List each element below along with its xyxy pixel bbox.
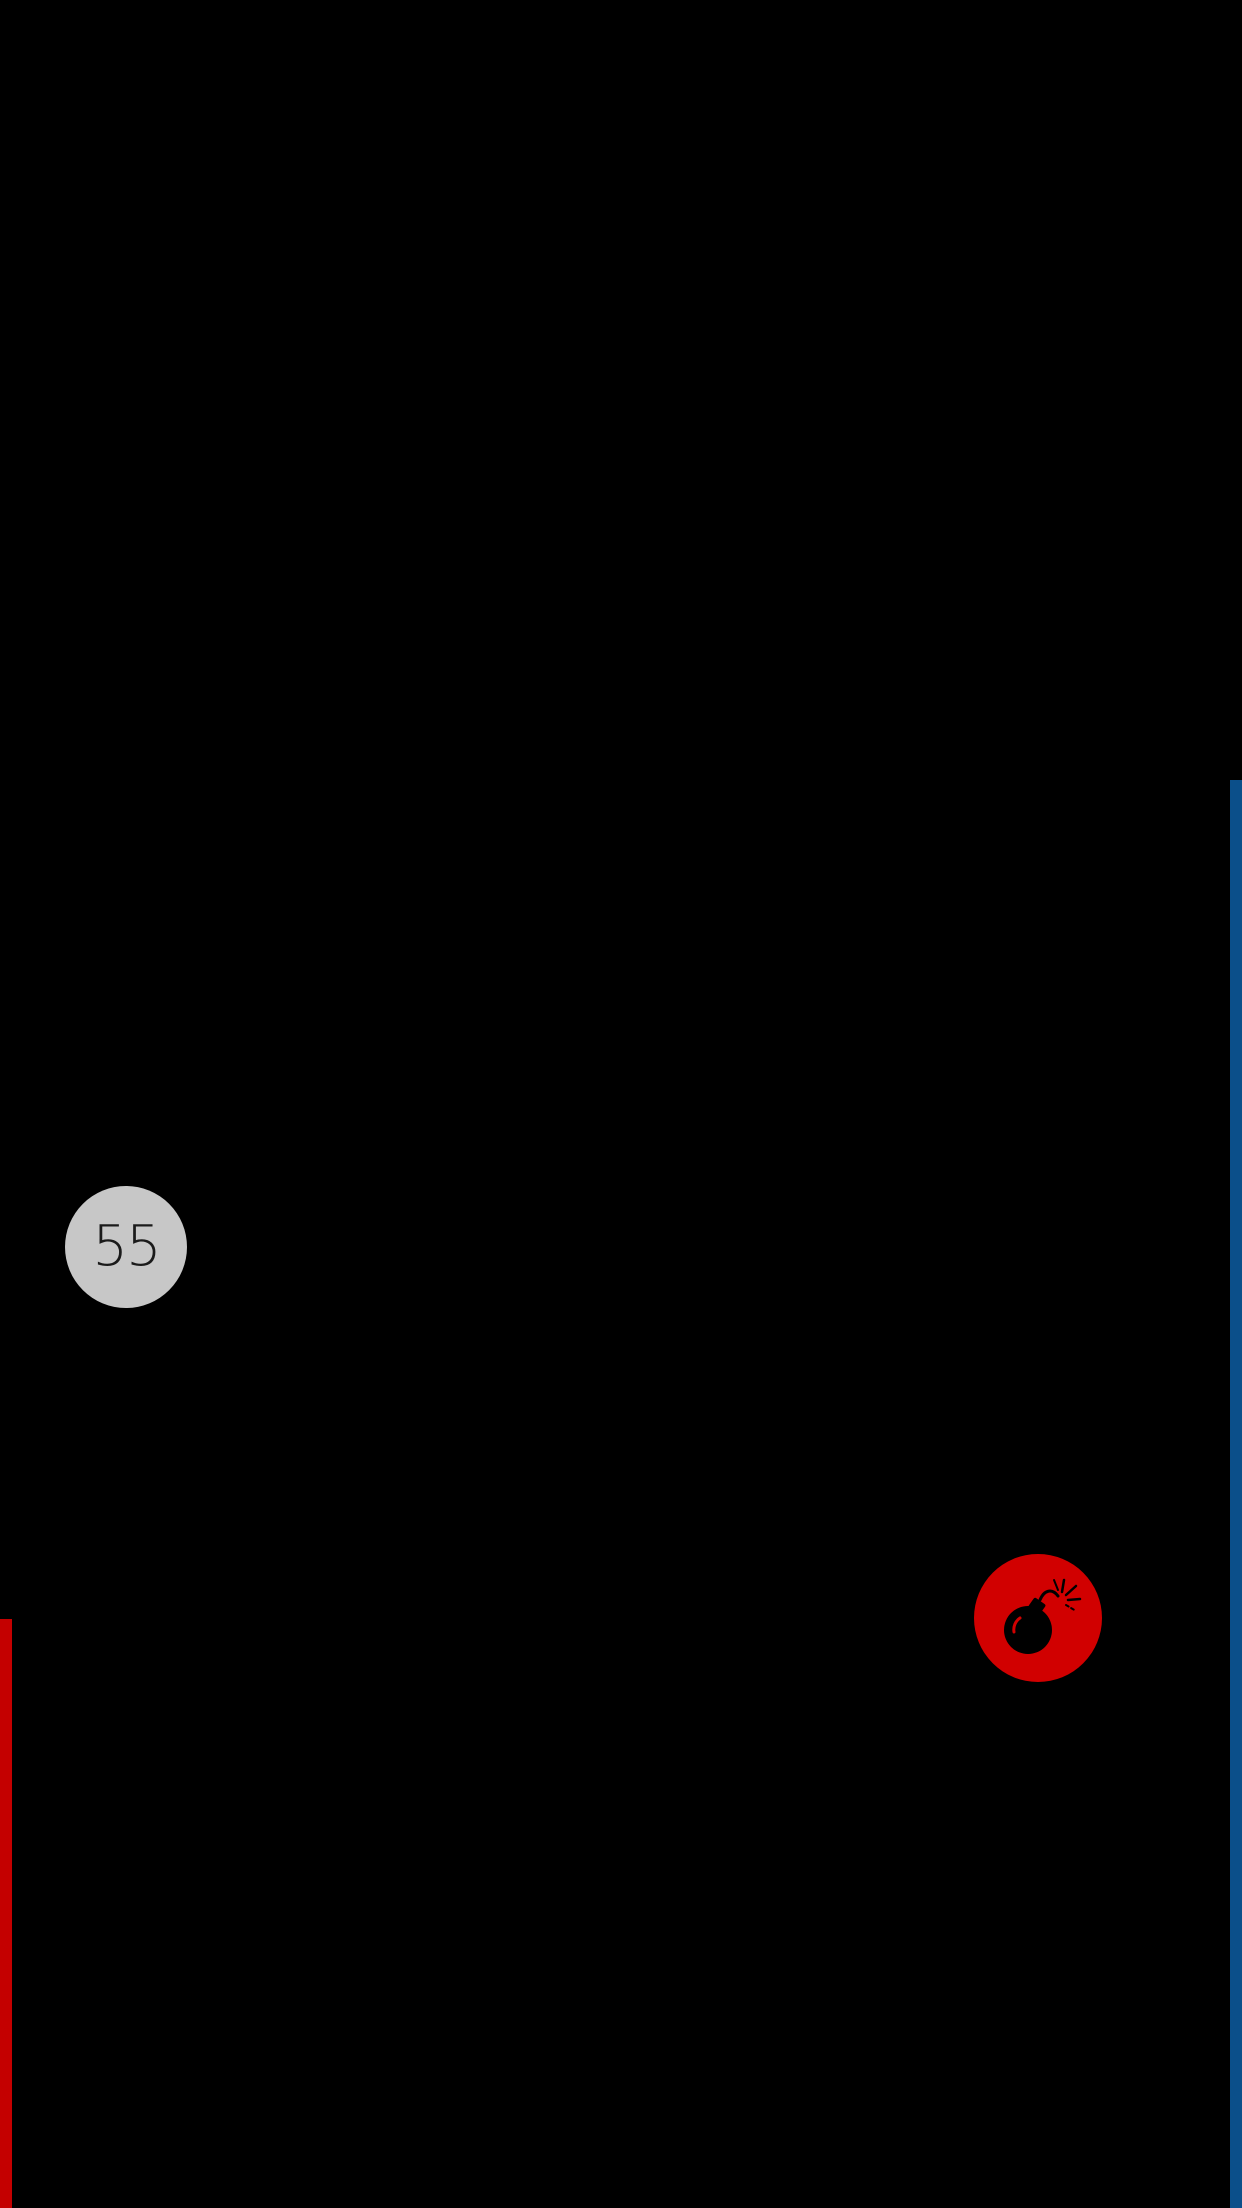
right-wall-blue [1230, 780, 1242, 2208]
score-ball[interactable]: 55 [65, 1186, 187, 1308]
left-wall-red [0, 1619, 12, 2208]
score-value: 55 [92, 1214, 161, 1279]
bomb-button[interactable] [974, 1554, 1102, 1682]
bomb-icon [1004, 1578, 1082, 1654]
